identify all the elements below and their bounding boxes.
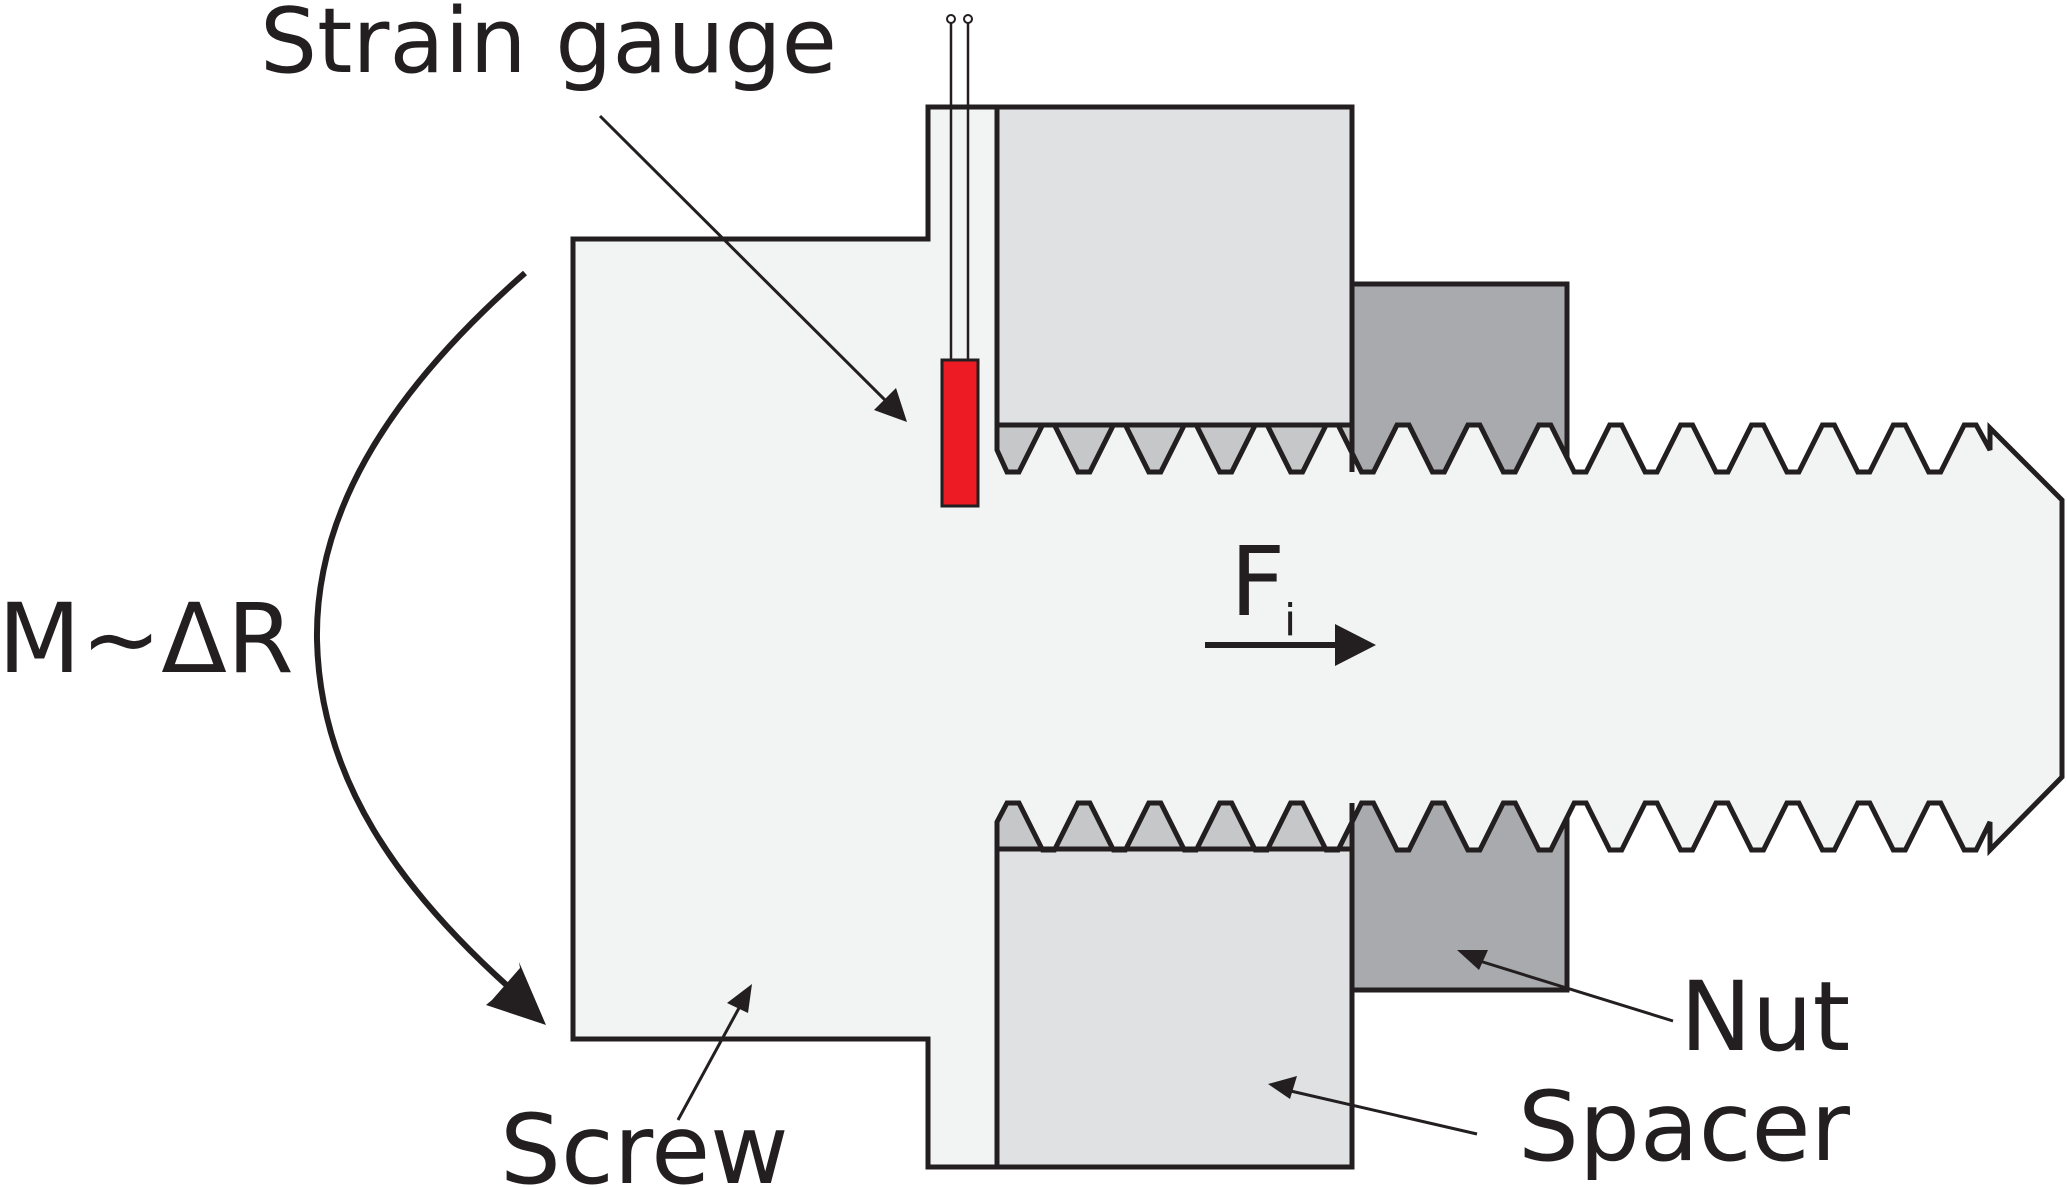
strain-gauge-label: Strain gauge [260, 0, 837, 94]
strain-gauge-leader [598, 114, 897, 412]
spacer-bottom-outline [994, 846, 1355, 1170]
nut-arrowhead [1457, 950, 1488, 970]
gauge-sensor [940, 358, 980, 508]
screw-arrowhead [727, 984, 752, 1013]
moment-arrowhead [486, 962, 546, 1025]
spacer-leader [1281, 1087, 1478, 1136]
nut-label: Nut [1680, 961, 1850, 1073]
screw-label: Screw [500, 1094, 789, 1187]
gauge-terminal-right [963, 14, 973, 24]
spacer-top [994, 104, 1355, 428]
moment-arc [313, 270, 527, 993]
spacer-bottom [994, 846, 1355, 1170]
moment-label: M∼ΔR [0, 583, 294, 695]
force-subscript: i [1284, 595, 1296, 646]
spacer-top-outline [994, 104, 1355, 428]
force-label: F [1230, 526, 1285, 638]
strain-gauge [940, 14, 980, 508]
nut-leader [1469, 956, 1674, 1023]
strain-gauge-arrowhead [874, 388, 907, 422]
force-arrowhead [1335, 624, 1376, 666]
screw-leader [676, 996, 747, 1121]
gauge-terminal-left [946, 14, 956, 24]
spacer-label: Spacer [1518, 1071, 1851, 1183]
spacer-arrowhead [1268, 1076, 1297, 1099]
